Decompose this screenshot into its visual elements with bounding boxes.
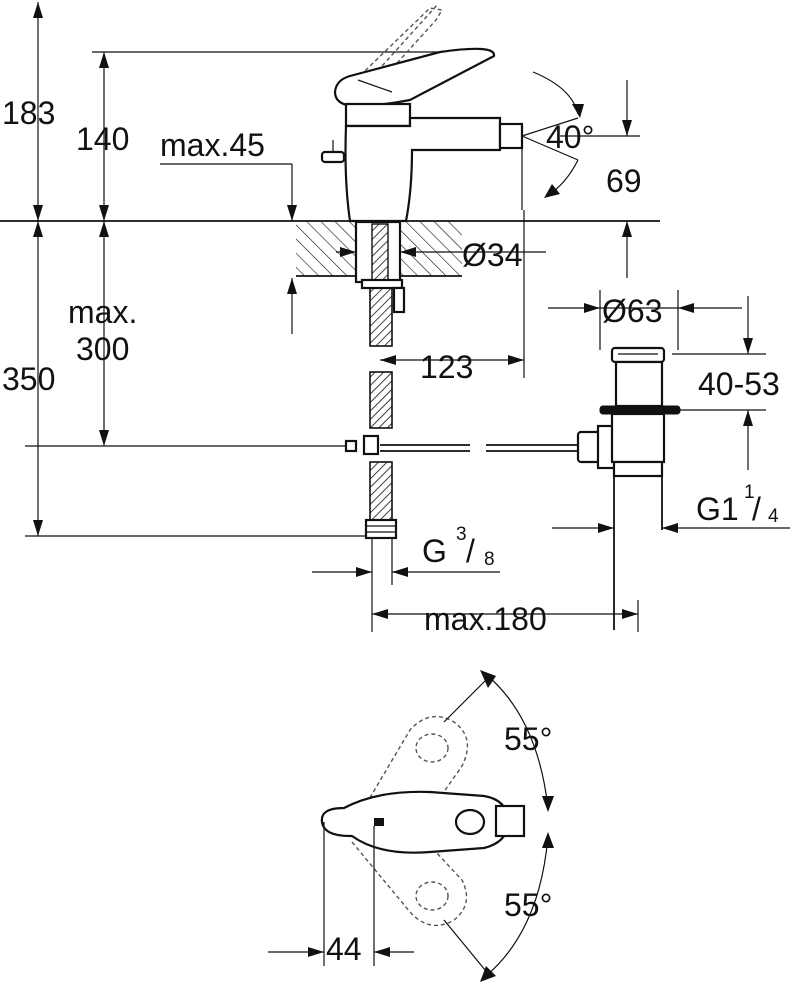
- faucet-body: [320, 3, 524, 223]
- label-d34: Ø34: [462, 237, 522, 273]
- dimension-g3-8: G 3 / 8: [312, 524, 500, 577]
- label-44: 44: [326, 931, 362, 967]
- dimension-g1-1-4: G1 1 / 4: [552, 482, 790, 533]
- dimension-40-53: 40-53: [672, 296, 780, 470]
- label-40-53: 40-53: [698, 366, 780, 402]
- label-69: 69: [606, 163, 642, 199]
- label-55deg-bottom: 55°: [504, 887, 552, 923]
- dimension-max45: max.45: [160, 127, 297, 334]
- label-g38-sub: 8: [484, 549, 495, 570]
- label-g1-sub: 4: [768, 506, 779, 527]
- label-300: 300: [76, 331, 129, 367]
- label-g1-base: G1: [696, 491, 739, 527]
- reference-lines: [0, 51, 660, 537]
- label-g1-sup: 1: [744, 482, 755, 503]
- mounting-shank: [344, 220, 406, 585]
- label-350: 350: [2, 361, 55, 397]
- drain-waste: [599, 346, 681, 630]
- dimension-max300: max. 300: [68, 221, 137, 446]
- label-max: max.: [68, 294, 137, 330]
- plan-view: 55° 55° 44: [268, 670, 554, 982]
- label-55deg-top: 55°: [504, 721, 552, 757]
- label-d63: Ø63: [602, 293, 662, 329]
- dimension-183: 183: [2, 2, 55, 221]
- label-40deg: 40°: [546, 119, 594, 155]
- label-183: 183: [2, 95, 55, 131]
- dimension-350: 350: [2, 221, 55, 536]
- label-g38-slash: /: [466, 533, 475, 569]
- dimension-123: 123: [380, 210, 525, 385]
- dimension-140: 140: [76, 52, 129, 221]
- dimension-69: 69: [560, 80, 642, 278]
- dimension-max180: max.180: [371, 585, 639, 637]
- dimension-40deg: 40°: [521, 71, 594, 210]
- label-g38-base: G: [422, 533, 447, 569]
- popup-rod: [380, 424, 618, 470]
- label-123: 123: [420, 349, 473, 385]
- label-max180: max.180: [424, 601, 547, 637]
- label-140: 140: [76, 121, 129, 157]
- dimension-d34: Ø34: [336, 237, 546, 273]
- label-g1-slash: /: [752, 491, 761, 527]
- label-g38-sup: 3: [456, 524, 467, 545]
- dimension-d63: Ø63: [548, 290, 742, 350]
- label-max45: max.45: [160, 127, 265, 163]
